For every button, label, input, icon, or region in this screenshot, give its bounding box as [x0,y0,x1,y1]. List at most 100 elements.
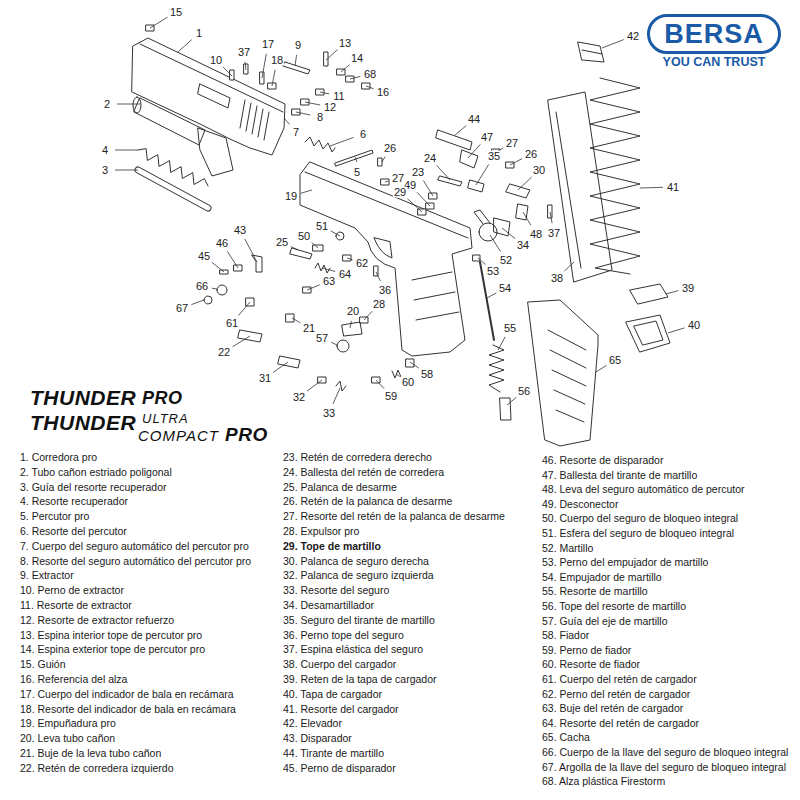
part-list-item: 25. Palanca de desarme [283,481,397,492]
part-list-item: 28. Expulsor pro [283,526,359,537]
callout-number: 11 [332,91,345,102]
part-list-item: 18. Resorte del indicador de bala en rec… [20,703,236,714]
callout-number: 21 [302,323,316,334]
callout-number: 4 [101,145,109,156]
callout-number: 12 [323,102,337,113]
callout-number: 20 [346,306,360,317]
part-list-item: 58. Fiador [542,630,589,641]
part-list-item: 3. Guía del resorte recuperador [20,481,167,492]
callout-number: 13 [338,38,352,49]
callout-number: 32 [292,392,306,403]
callout-number: 46 [215,238,229,249]
callout-number: 31 [258,373,272,384]
callout-number: 61 [225,318,239,329]
part-list-item: 44. Tirante de martillo [283,748,384,759]
part-list-item: 9. Extractor [20,570,74,581]
part-list-item: 8. Resorte del seguro automático del per… [20,555,251,566]
part-list-item: 20. Leva tubo cañon [20,733,115,744]
part-list-item: 57. Guía del eje de martillo [542,615,668,626]
callout-number: 6 [359,129,367,140]
guide-rod-outline [138,170,208,208]
callout-number: 5 [353,167,361,178]
floorplate [626,315,670,352]
brand-logo: BERSAYOU CAN TRUST [647,14,781,54]
part-list-item: 66. Cuerpo de la llave del seguro de blo… [542,747,788,758]
callout-number: 54 [498,283,512,294]
callout-number: 44 [467,114,481,125]
part-list-item: 17. Cuerpo del indicador de bala en recá… [20,689,234,700]
small-springs [305,137,401,391]
part-list-item: 22. Retén de corredera izquierdo [20,763,174,774]
callout-number: 15 [169,7,183,18]
callout-number: 41 [666,182,680,193]
part-list-item: 33. Resorte del seguro [283,585,389,596]
callout-number: 50 [297,231,311,242]
part-list-item: 52. Martillo [542,542,593,553]
callout-number: 47 [480,132,494,143]
part-list-item: 16. Referencia del alza [20,674,127,685]
part-list-item: 40. Tapa de cargador [283,689,382,700]
callout-number: 42 [626,31,640,42]
part-list-item: 56. Tope del resorte de martillo [542,601,686,612]
callout-number: 24 [423,153,437,164]
part-list-item: 23. Retén de corredera derecho [283,452,432,463]
callout-number: 34 [516,240,530,251]
part-list-item: 50. Cuerpo del seguro de bloqueo integra… [542,513,738,524]
part-list-item: 2. Tubo cañon estriado poligonal [20,467,172,478]
part-list-item: 59. Perno de fiador [542,645,631,656]
brand-name: BERSA [664,21,764,48]
part-list-item: 30. Palanca de seguro derecha [283,555,429,566]
part-list-item: 19. Empuñadura pro [20,718,116,729]
model-logo: PRO [225,425,268,444]
part-list-item: 5. Percutor pro [20,511,89,522]
callout-number: 62 [355,258,369,269]
part-list-item: 41. Resorte del cargador [283,703,399,714]
model-logo: ULTRA [142,412,189,425]
part-list-item: 15. Guión [20,659,66,670]
callout-number: 10 [209,55,223,66]
part-list-item: 39. Reten de la tapa de cargador [283,674,437,685]
part-list-item: 63. Buje del retén de cargador [542,703,683,714]
part-list-item: 36. Perno tope del seguro [283,629,404,640]
callout-number: 51 [315,221,329,232]
part-list-item: 42. Elevador [283,718,342,729]
callout-number: 3 [101,165,109,176]
frame [300,162,472,356]
part-list-item: 60. Resorte de fiador [542,659,640,670]
part-list-item: 43. Disparador [283,733,352,744]
magazine [548,92,612,282]
callout-number: 33 [322,408,336,419]
hammer-spring [489,345,504,392]
callout-number: 2 [103,99,111,110]
part-list-item: 29. Tope de martillo [283,541,381,552]
part-list-item: 61. Cuerpo del retén de cargador [542,674,697,685]
part-list-item: 49. Desconector [542,499,618,510]
callout-number: 27 [505,138,519,149]
barrel [133,97,233,176]
callout-number: 1 [195,28,203,39]
part-list-item: 65. Cacha [542,732,590,743]
callout-number: 37 [237,47,251,58]
callout-number: 52 [499,255,513,266]
part-list-item: 6. Resorte del percutor [20,526,127,537]
part-list-item: 53. Perno del empujador de martillo [542,557,708,568]
model-logo: COMPACT [138,428,219,443]
small-parts [146,25,530,383]
floorplate-retainer [630,284,668,304]
brand-tagline: YOU CAN TRUST [663,56,766,69]
callout-number: 7 [292,127,300,138]
callout-number: 64 [338,269,352,280]
callout-number: 26 [524,149,538,160]
callout-number: 28 [372,299,386,310]
model-logo: THUNDER [30,387,136,408]
part-list-item: 12. Resorte de extractor refuerzo [20,615,174,626]
callout-number: 18 [270,55,284,66]
part-list-item: 54. Empujador de martillo [542,572,662,583]
recoil-spring [138,149,208,186]
guide-rod [138,170,208,208]
callout-number: 43 [233,225,247,236]
hammer-parts [436,130,552,420]
part-list-item: 38. Cuerpo del cargador [283,659,396,670]
follower [578,42,604,62]
callout-number: 55 [503,323,517,334]
